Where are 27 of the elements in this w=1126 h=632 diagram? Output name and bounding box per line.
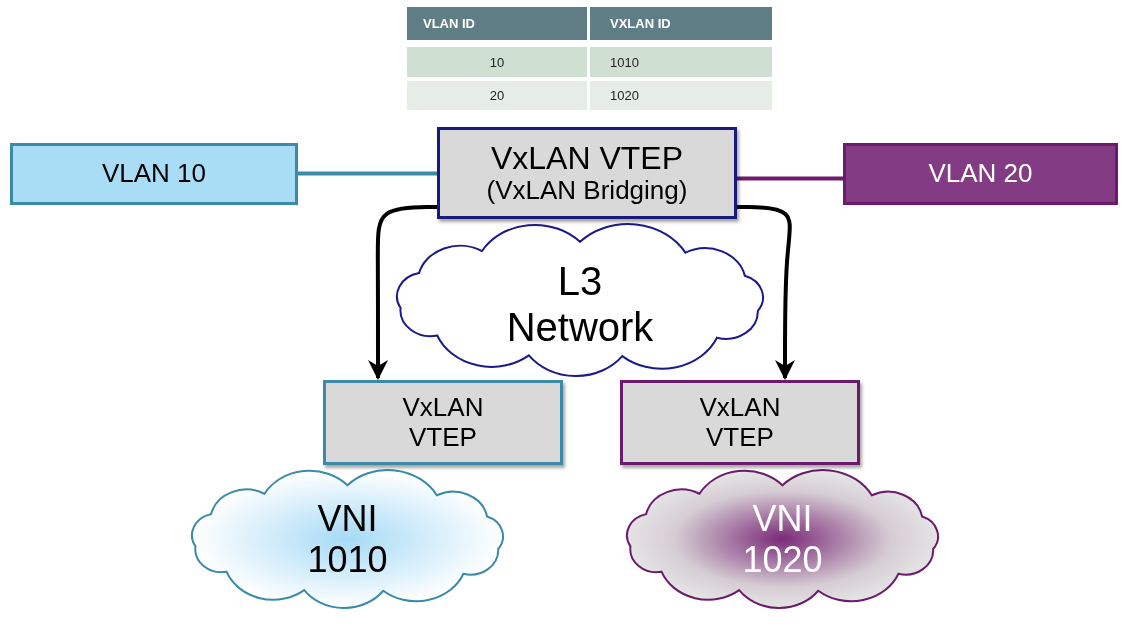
arrow <box>368 205 437 380</box>
vtep-box <box>437 127 737 219</box>
table-cell: 1020 <box>590 81 772 110</box>
vni-cloud <box>625 468 940 610</box>
link-line <box>298 171 437 176</box>
node-label: L3 Network <box>505 258 655 350</box>
node-label: VxLAN VTEP <box>401 392 485 453</box>
node-label: VNI 1010 <box>306 497 389 581</box>
vlan-box <box>843 143 1118 205</box>
table-header-cell: VLAN ID <box>407 7 587 40</box>
link-line <box>737 176 843 181</box>
table-cell: 10 <box>407 47 587 77</box>
vtep-box <box>620 380 860 465</box>
node-label: VLAN 10 <box>101 159 207 189</box>
table-header-cell: VXLAN ID <box>590 7 772 40</box>
network-cloud <box>395 222 765 378</box>
node-label: VNI 1020 <box>741 497 824 581</box>
node-label: VxLAN VTEP <box>698 392 782 453</box>
table-cell: 1010 <box>590 47 772 77</box>
table-cell: 20 <box>407 81 587 110</box>
node-label: VLAN 20 <box>928 159 1033 189</box>
vni-cloud <box>190 468 505 610</box>
node-label: VxLAN VTEP <box>490 139 684 177</box>
vlan-box <box>10 143 298 205</box>
node-sublabel: (VxLAN Bridging) <box>486 176 688 207</box>
arrow <box>737 205 795 380</box>
vtep-box <box>323 380 563 465</box>
